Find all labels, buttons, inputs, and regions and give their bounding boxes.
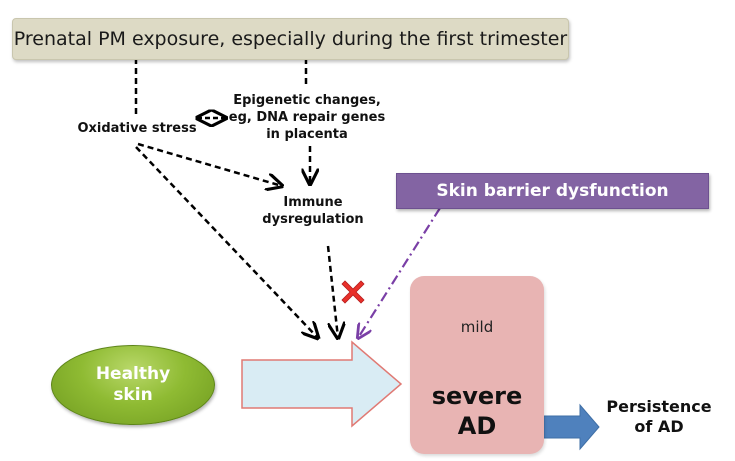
skin-barrier-label: Skin barrier dysfunction [436, 181, 669, 201]
arrow-oxidative-immune [137, 142, 282, 186]
severe-ad-label: severe AD [431, 382, 523, 440]
arrow-oxidative-progression [135, 146, 318, 338]
prenatal-exposure-box: Prenatal PM exposure, especially during … [12, 18, 569, 60]
immune-dysregulation-label: Immune dysregulation [262, 195, 364, 227]
ad-severity-box [410, 276, 544, 454]
mild-label: mild [460, 318, 494, 336]
progression-arrow [241, 340, 403, 428]
persistence-label: Persistence of AD [606, 397, 712, 436]
arrow-immune-progression [326, 245, 338, 338]
oxidative-stress-label: Oxidative stress [77, 121, 197, 136]
skin-barrier-box: Skin barrier dysfunction [396, 173, 709, 209]
healthy-skin-node: Healthy skin [51, 345, 215, 425]
cross-mark-icon [341, 280, 365, 304]
prenatal-exposure-label: Prenatal PM exposure, especially during … [13, 28, 568, 50]
epigenetic-changes-label: Epigenetic changes, eg, DNA repair genes… [228, 93, 386, 142]
persistence-arrow [543, 403, 600, 451]
arrow-skin-barrier-progression [358, 207, 441, 338]
